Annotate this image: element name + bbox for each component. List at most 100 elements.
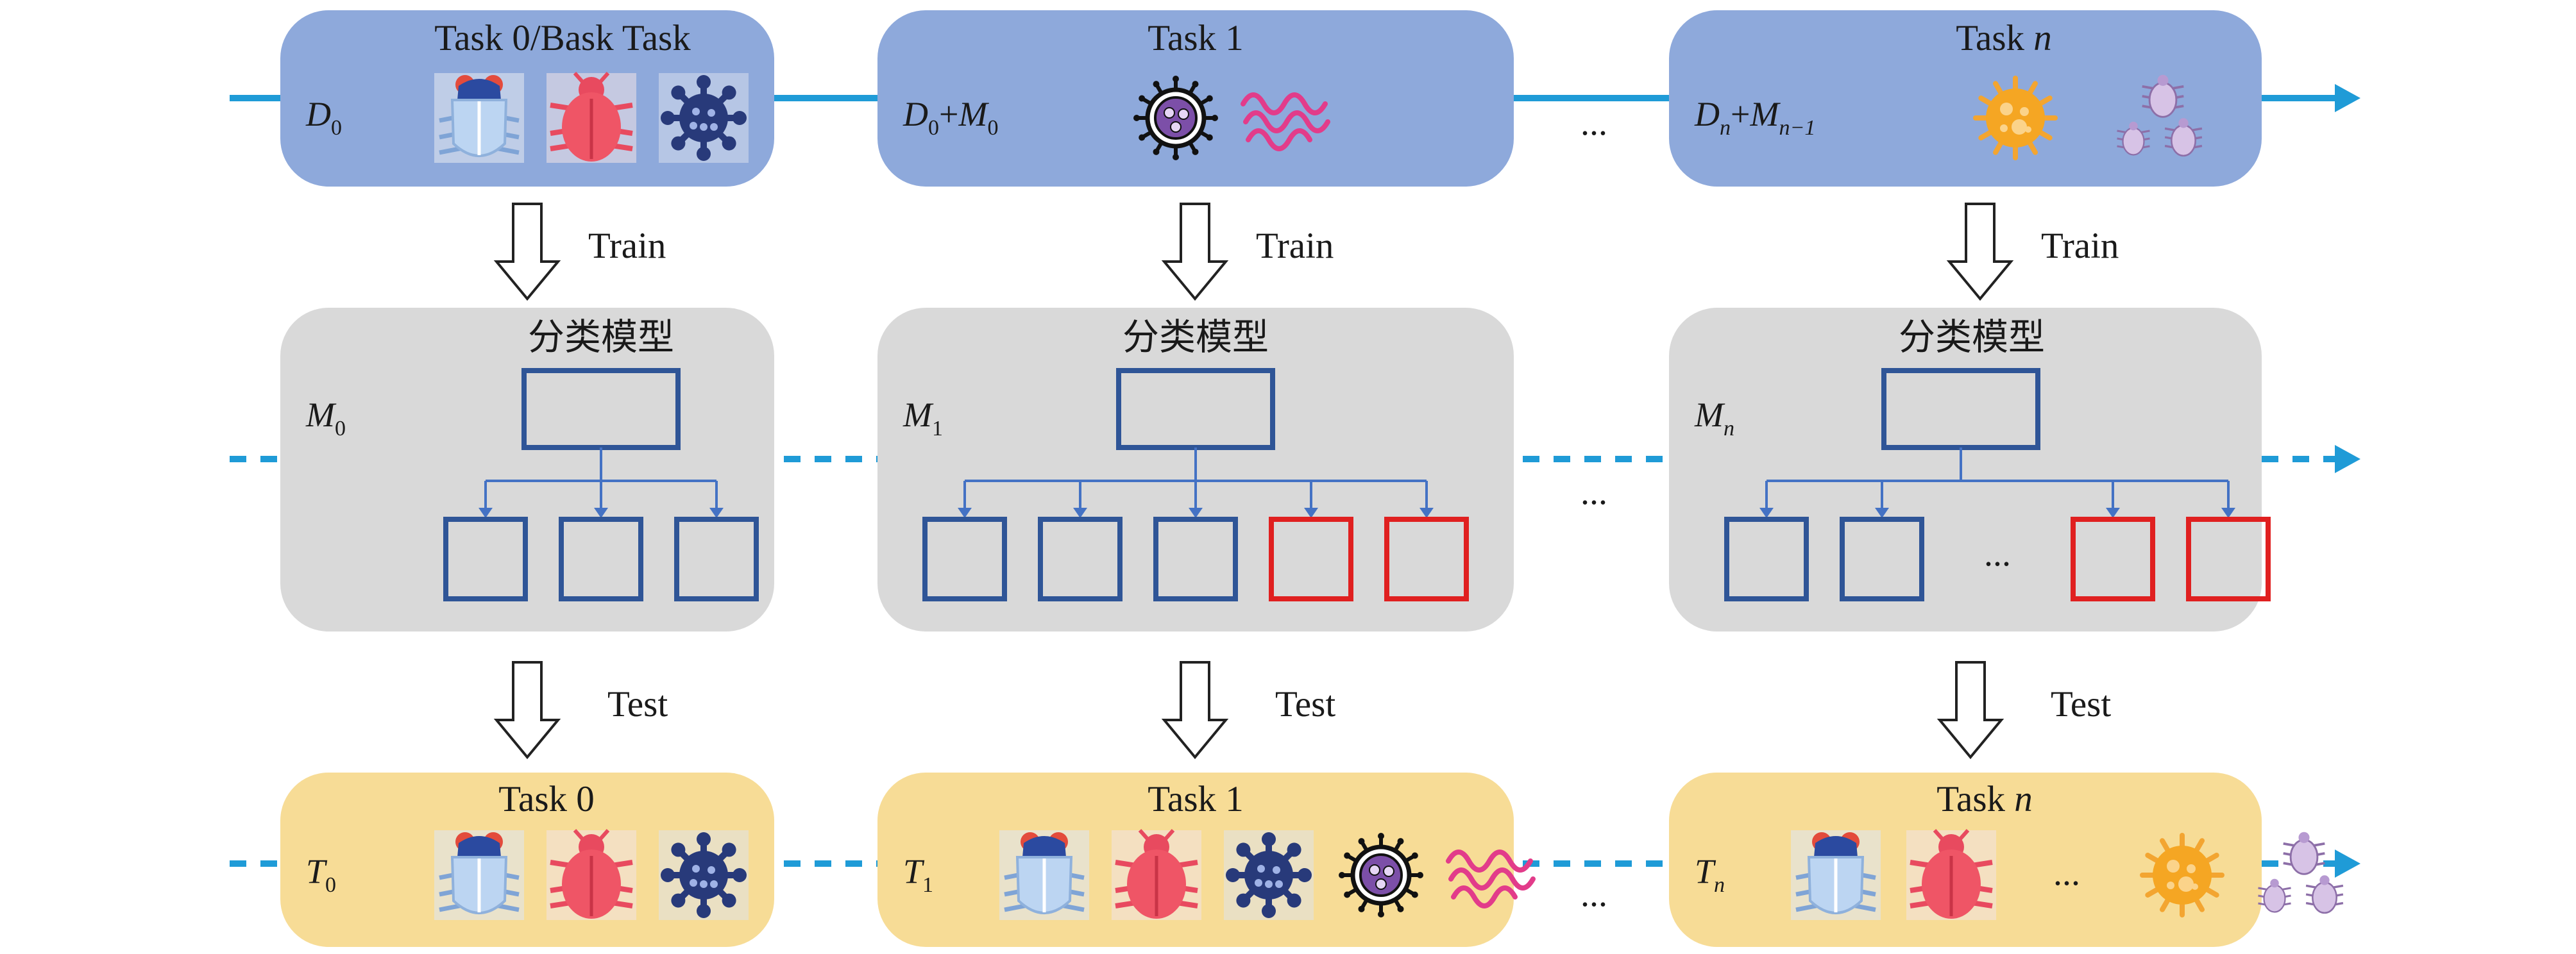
organelle (1170, 121, 1182, 133)
worm-icon (1446, 849, 1536, 908)
title-italic: n (2033, 18, 2052, 58)
cilium-tip (1206, 134, 1213, 141)
cilium-tip (1133, 115, 1140, 121)
virus-icon (659, 830, 749, 920)
data-box-task-2 (1669, 10, 2262, 187)
spike-tip (1287, 842, 1301, 857)
title-text: Task 1 (1148, 18, 1244, 58)
dot (690, 122, 697, 130)
old-class-node (922, 517, 1007, 601)
cilium-tip (1344, 852, 1351, 859)
spike-tip (722, 136, 736, 151)
bug-icon (547, 72, 636, 163)
head (2319, 875, 2330, 885)
spot (2167, 860, 2180, 873)
branch-arrowhead (2221, 508, 2235, 518)
dot (700, 880, 708, 888)
label-run: 0 (325, 873, 336, 897)
spike-tip (697, 75, 711, 89)
title-text: Task (1936, 779, 2014, 819)
cilium-tip (1358, 838, 1365, 845)
spike-tip (1226, 868, 1240, 882)
testset-label: T1 (903, 852, 933, 897)
label-run: M (958, 95, 989, 133)
worm (1241, 92, 1328, 115)
new-class-node (1384, 517, 1469, 601)
spike-tip (1298, 868, 1312, 882)
cilium-tip (1212, 115, 1218, 121)
cilium-tip (1344, 891, 1351, 898)
dot (1265, 880, 1273, 888)
dot (1255, 879, 1262, 887)
data-box-task-0 (280, 10, 774, 187)
cilium-tip (1378, 833, 1384, 839)
mite (2305, 875, 2344, 914)
beetle-icon (434, 830, 524, 920)
model-box-0 (280, 308, 774, 632)
cilium-tip (1153, 148, 1160, 155)
spike-tip (1236, 842, 1251, 857)
spike-tip (661, 868, 675, 882)
test-label: Test (607, 684, 668, 724)
train-arrow (493, 203, 561, 301)
branch-arrowhead (1419, 508, 1434, 518)
branch-arrowhead (1073, 508, 1087, 518)
between-ellipsis: ... (1580, 874, 1607, 914)
organelle (1164, 107, 1175, 119)
label-run: 0 (928, 116, 939, 140)
model-timeline-head (2335, 445, 2360, 473)
spike-tip (697, 147, 711, 161)
spot (2020, 107, 2029, 116)
old-class-node (1840, 517, 1924, 601)
test-arrow (493, 661, 561, 760)
between-ellipsis: ... (1580, 103, 1607, 143)
model-label: M1 (902, 396, 943, 440)
core (679, 851, 728, 900)
head (1814, 836, 1858, 857)
mite (2164, 118, 2203, 157)
title-text: Task 1 (1148, 779, 1244, 819)
mites-icon (2258, 832, 2344, 914)
dot (692, 865, 700, 873)
spike-tip (697, 832, 711, 846)
organelle (1369, 864, 1380, 876)
spike-tip (1287, 893, 1301, 908)
label-run: n (1724, 417, 1734, 440)
head (457, 836, 501, 857)
dot (1257, 865, 1265, 873)
cell-icon (1133, 76, 1218, 160)
class-ellipsis: ... (1984, 534, 2011, 574)
mite (2142, 74, 2184, 118)
train-arrow (1161, 203, 1229, 301)
virus-icon (1224, 830, 1314, 920)
icon-ellipsis: ... (2053, 853, 2080, 893)
cilium-tip (1173, 154, 1179, 160)
label-run: + (1731, 95, 1750, 133)
new-class-node (2186, 517, 2271, 601)
head (2129, 121, 2138, 131)
spot (2000, 124, 2008, 132)
cilium-tip (1139, 134, 1146, 141)
worm-icon (1241, 92, 1330, 151)
spike-tip (1262, 904, 1276, 918)
body (2148, 81, 2178, 118)
testset-label: T0 (306, 852, 336, 897)
worm (1448, 867, 1536, 891)
spike-tip (661, 111, 675, 125)
title-text: Task 0 (498, 779, 595, 819)
cilium-tip (1378, 911, 1384, 917)
label-run: D (305, 95, 331, 133)
branch-arrowhead (479, 508, 493, 518)
cilium-tip (1339, 872, 1345, 878)
label-run: 1 (932, 417, 943, 440)
branch-arrowhead (709, 508, 724, 518)
model-title: 分类模型 (1899, 317, 2045, 358)
worm (1246, 128, 1312, 151)
cilium-tip (1417, 872, 1423, 878)
test-arrow (1161, 661, 1229, 760)
dataset-label: Dn+Mn−1 (1694, 95, 1815, 140)
task-title: Task 1 (1148, 18, 1244, 58)
dot (1275, 880, 1283, 888)
organelle (1383, 866, 1394, 877)
